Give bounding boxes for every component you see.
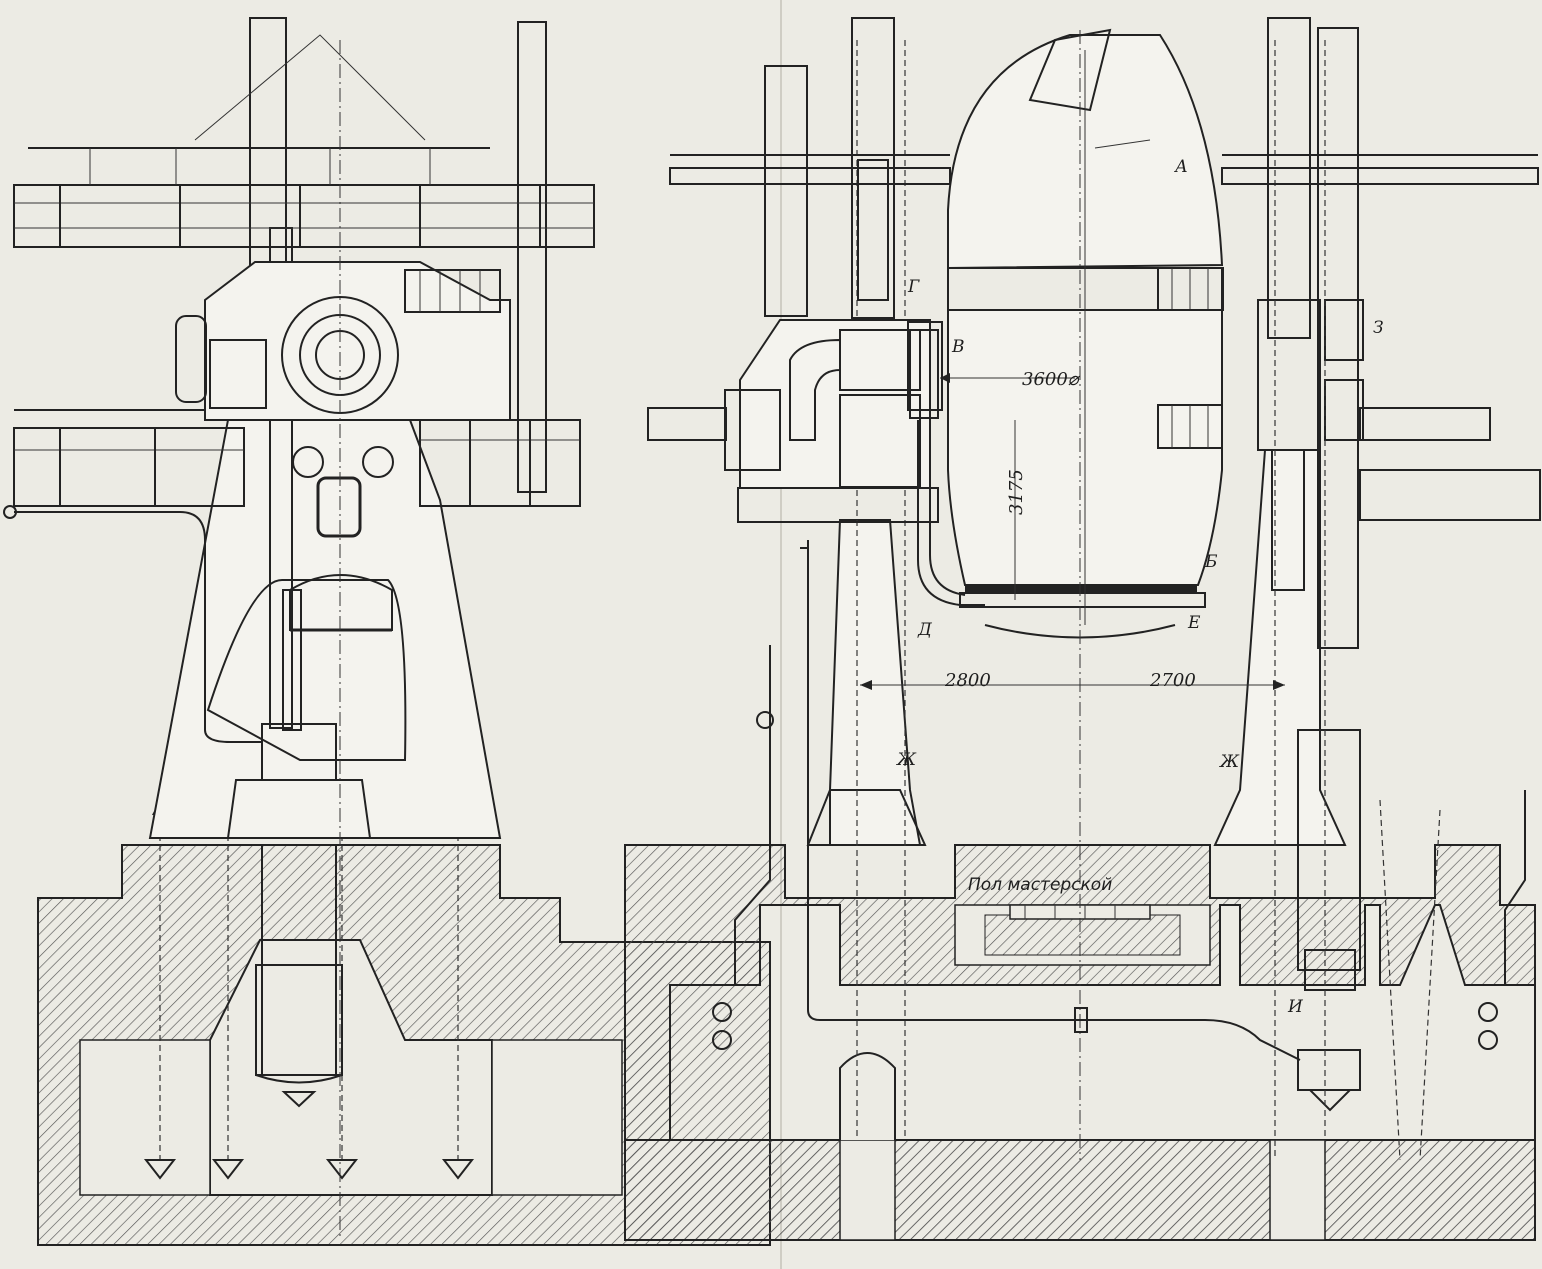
label-zh-right: Ж <box>1219 752 1240 772</box>
label-g: Г <box>907 277 920 297</box>
label-a: А <box>1174 157 1188 177</box>
left-side-view <box>3 17 771 1246</box>
label-b: Б <box>1204 552 1218 572</box>
right-piping <box>712 540 1526 1061</box>
label-z: З <box>1373 318 1384 338</box>
label-i: И <box>1287 997 1304 1017</box>
dimension-right-span: 2700 <box>1149 670 1196 691</box>
left-foundation <box>37 844 771 1246</box>
dimension-height: 3175 <box>1006 469 1027 515</box>
right-section-view: А Б В Г Д Е Ж Ж З И 3600⌀ 3175 2800 2700… <box>624 17 1541 1241</box>
label-d: Д <box>917 620 933 640</box>
right-upper-beams <box>669 154 1539 185</box>
converter-vessel <box>909 28 1224 1160</box>
left-frame <box>148 419 502 839</box>
right-right-column <box>1213 17 1541 1161</box>
right-left-drive <box>647 319 943 523</box>
right-dimension-lines <box>860 373 1285 690</box>
dimension-left-span: 2800 <box>944 670 991 691</box>
right-foundation <box>624 844 1536 1241</box>
left-plunger <box>226 723 372 1108</box>
dimension-diameter: 3600⌀ <box>1022 369 1081 390</box>
left-middle-platform <box>3 409 581 743</box>
label-e: Е <box>1187 613 1201 633</box>
label-v: В <box>951 337 965 357</box>
label-zh-left: Ж <box>896 750 917 770</box>
left-upper-platform <box>13 34 595 248</box>
floor-caption: Пол мастерской <box>968 875 1112 895</box>
